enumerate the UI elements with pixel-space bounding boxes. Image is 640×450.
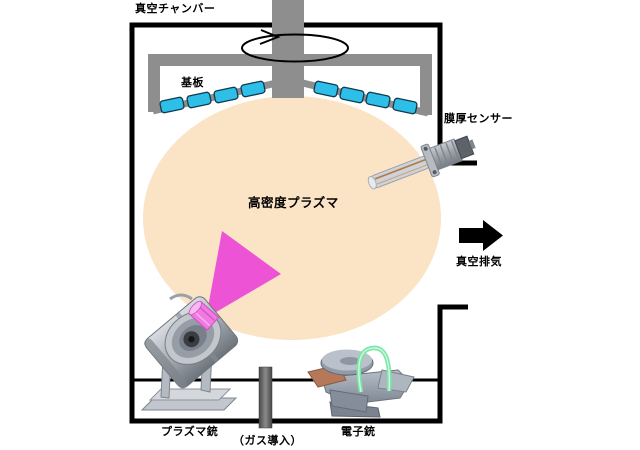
label-vacuum-chamber: 真空チャンバー — [135, 3, 216, 15]
substrate-chip — [339, 86, 365, 104]
substrate-chip — [213, 86, 239, 104]
label-high-density-plasma: 高密度プラズマ — [248, 196, 339, 210]
electron-gun-block — [329, 389, 369, 413]
plasma-gun-nozzle — [188, 300, 220, 331]
holder-left-leg — [148, 54, 160, 112]
substrate-chip — [313, 80, 339, 98]
label-plasma-gun: プラズマ銃 — [161, 426, 219, 438]
sensor-bolt — [432, 170, 437, 175]
chamber-outline — [129, 22, 477, 424]
sensor-knob — [468, 139, 476, 150]
plasma-gun-face — [164, 311, 222, 365]
label-vacuum-exhaust: 真空排気 — [456, 256, 502, 268]
plasma-gun — [140, 293, 239, 411]
electron-gun — [307, 345, 415, 418]
electron-beam-highlight — [358, 347, 390, 393]
sensor-probe-line — [374, 158, 427, 180]
substrate-chip — [159, 96, 185, 114]
label-electron-gun: 電子銃 — [341, 426, 376, 438]
sensor-bolt — [423, 146, 428, 151]
thickness-sensor — [367, 135, 476, 190]
plasma-gun-base — [140, 397, 238, 411]
plasma-cloud — [143, 96, 441, 340]
holder-right-leg — [420, 54, 432, 115]
gas-inlet-rod — [258, 366, 273, 429]
label-substrate: 基板 — [181, 77, 204, 89]
substrate-chip — [365, 91, 391, 109]
plasma-beam — [206, 231, 281, 318]
substrate-chip — [186, 91, 212, 109]
rotation-shaft — [272, 0, 304, 98]
label-thickness-sensor: 膜厚センサー — [444, 113, 513, 125]
electron-gun-disc-hub — [340, 357, 360, 365]
rotation-arrow-icon — [241, 29, 349, 63]
sensor-probe-line — [376, 163, 429, 185]
sensor-probe-tip — [367, 175, 377, 190]
substrate-chip — [392, 97, 418, 115]
exhaust-arrow-icon — [459, 220, 503, 251]
substrates — [159, 80, 418, 115]
label-gas-inlet: （ガス導入） — [233, 435, 302, 447]
plasma-gun-handle — [169, 293, 193, 301]
substrate-chip — [240, 80, 266, 98]
